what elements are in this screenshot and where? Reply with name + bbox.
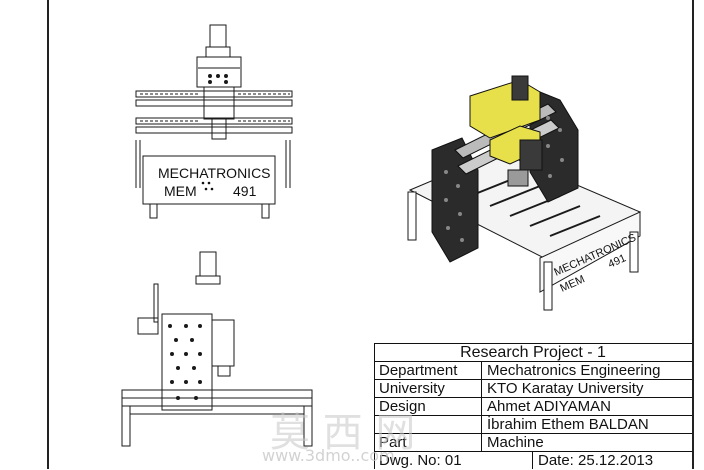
part-value: Machine [487,434,544,451]
design-value-1: Ahmet ADIYAMAN [487,398,611,415]
project-title: Research Project - 1 [460,344,606,361]
title-row-university: University KTO Karatay University [374,379,692,397]
dwg-number: Dwg. No: 01 [379,452,462,469]
part-label: Part [379,434,407,451]
department-value: Mechatronics Engineering [487,362,661,379]
title-row-footer: Dwg. No: 01 Date: 25.12.2013 [374,451,692,469]
university-value: KTO Karatay University [487,380,644,397]
drawing-date: Date: 25.12.2013 [538,452,654,469]
title-row-department: Department Mechatronics Engineering [374,361,692,379]
front-plate-line2-right: 491 [233,183,257,199]
title-block-label-divider [481,361,482,451]
design-label-2 [379,416,471,434]
sheet-border-right [692,0,694,469]
title-block-left-border [374,343,375,469]
title-block: Research Project - 1 Department Mechatro… [374,343,692,469]
title-row-part: Part Machine [374,433,692,451]
title-block-header-row: Research Project - 1 [374,343,692,361]
front-plate-line1: MECHATRONICS [158,165,271,181]
front-plate-line2-left: MEM [164,183,197,199]
title-row-design-2: İbrahim Ethem BALDAN [374,415,692,433]
design-label: Design [379,398,426,415]
university-label: University [379,380,445,397]
title-block-footer-divider [532,451,533,469]
design-value-2: İbrahim Ethem BALDAN [487,416,649,433]
title-row-design: Design Ahmet ADIYAMAN [374,397,692,415]
sheet-border-left [47,0,49,469]
department-label: Department [379,362,458,379]
